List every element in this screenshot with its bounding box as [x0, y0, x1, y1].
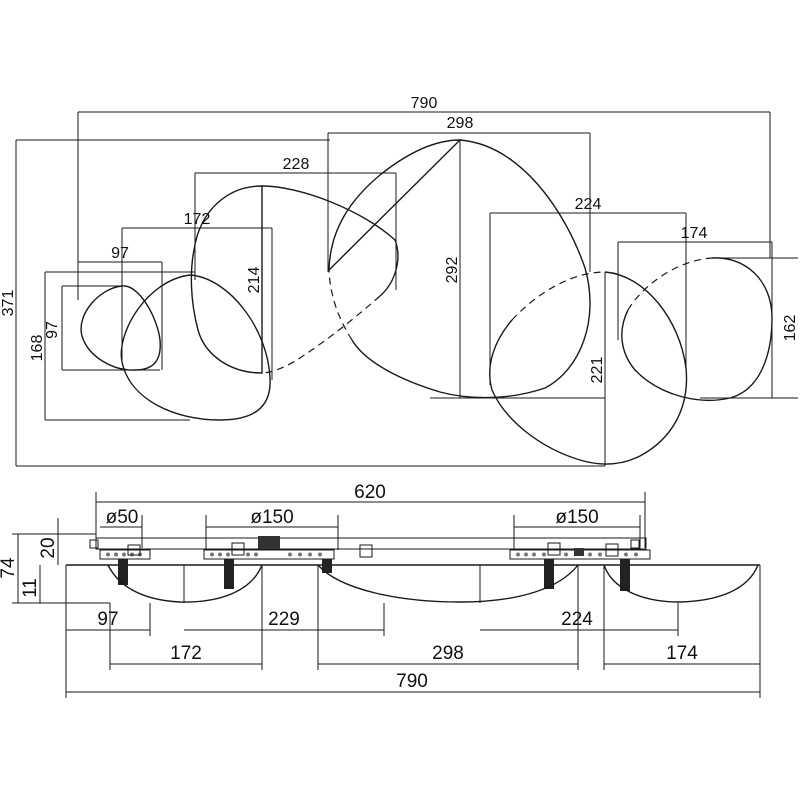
dia-50-label: ø50: [106, 507, 139, 528]
dim-224-label: 224: [561, 609, 593, 630]
shade-5: 224 221: [489, 196, 688, 466]
overall-width-label: 790: [411, 95, 438, 112]
bowl-1: [107, 564, 263, 603]
led-5: [620, 559, 630, 591]
shade-5-width-label: 224: [575, 196, 602, 213]
height-20-label: 20: [38, 537, 59, 558]
top-view: 790 371 97 97 168 172: [0, 95, 799, 467]
shade-4-width-label: 298: [447, 115, 474, 132]
shade-2: 172: [120, 211, 273, 421]
led-4: [544, 559, 554, 589]
overall-width-side-label: 790: [396, 671, 428, 692]
shade-3-height-label: 214: [246, 267, 263, 294]
canopy-length-label: 620: [354, 482, 386, 503]
dia-150-mid-label: ø150: [250, 507, 293, 528]
shade-4: 298 292: [327, 115, 605, 399]
shade-3-width-label: 228: [283, 156, 310, 173]
driver-box: [258, 536, 280, 549]
dim-172-label: 172: [170, 643, 202, 664]
shade-6-width-label: 174: [681, 225, 708, 242]
led-2: [224, 559, 234, 589]
connector-2: [203, 549, 335, 560]
shade-3: 228 214: [190, 156, 399, 374]
shade-2-width-label: 172: [184, 211, 211, 228]
shade-5-height-label: 221: [589, 357, 606, 384]
height-11-label: 11: [20, 578, 41, 598]
shade-1-height-label: 97: [44, 321, 61, 339]
shade-6-height-label: 162: [782, 315, 799, 342]
canopy-plate: [95, 537, 647, 550]
led-1: [118, 559, 128, 585]
shade-4-height-label: 292: [444, 257, 461, 284]
side-view: 620 ø50 ø150 ø150: [0, 482, 761, 698]
shade-1-width-label: 97: [111, 245, 129, 262]
bowl-3: [603, 564, 759, 603]
shade-6: 174 162: [617, 225, 799, 401]
dim-229-label: 229: [268, 609, 300, 630]
bowl-2: [317, 564, 579, 603]
shade-1: 97 97 168: [29, 245, 195, 421]
dim-174-label: 174: [666, 643, 698, 664]
shade-1-outer-height-label: 168: [29, 335, 46, 362]
led-3: [322, 559, 332, 573]
dia-150-right-label: ø150: [555, 507, 598, 528]
height-74-label: 74: [0, 557, 19, 579]
dim-298-label: 298: [432, 643, 464, 664]
overall-height-label: 371: [0, 290, 17, 317]
dim-97-label: 97: [97, 609, 118, 630]
